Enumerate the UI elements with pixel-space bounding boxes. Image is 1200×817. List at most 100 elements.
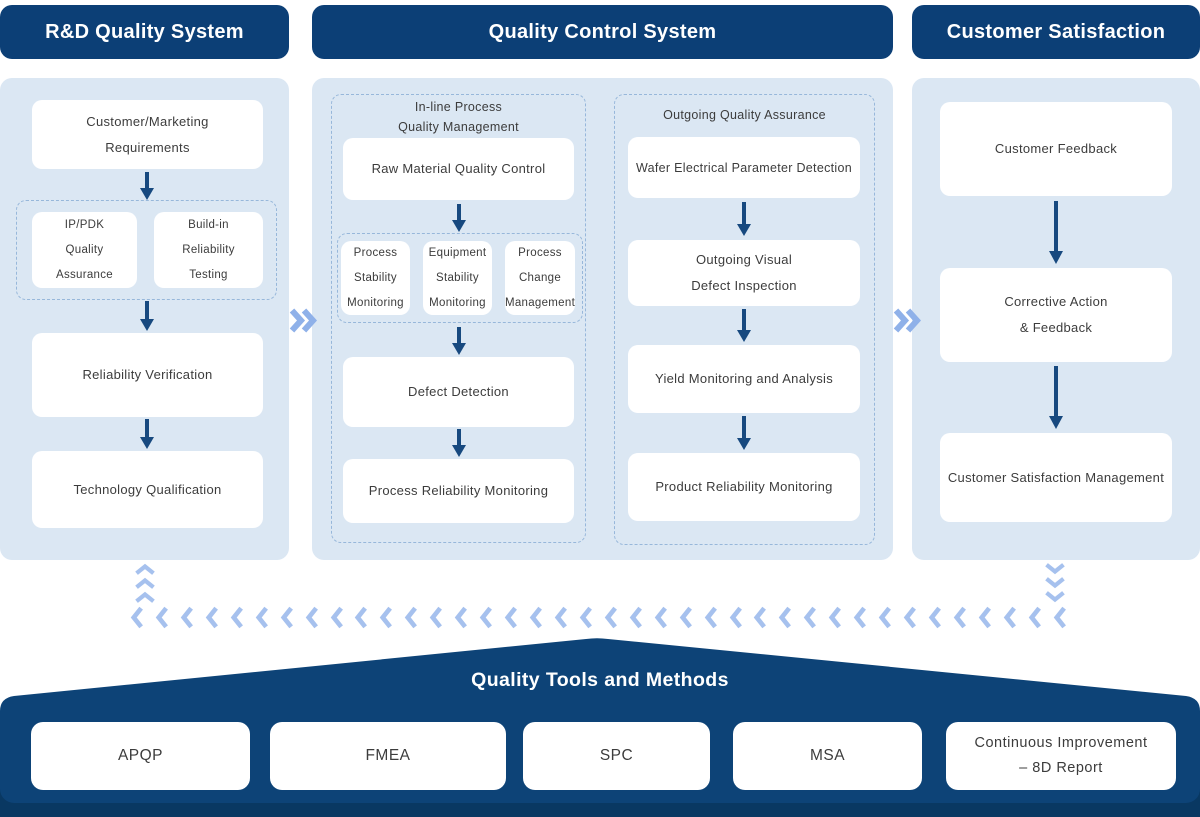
chevron-left-icon: [654, 606, 667, 629]
box-line: Process Reliability Monitoring: [368, 483, 549, 498]
box-yield-monitoring-and-analysis: Yield Monitoring and Analysis: [628, 345, 860, 413]
chevron-left-icon: [504, 606, 518, 629]
chevron-left-icon: [878, 606, 892, 629]
chevron-left-icon: [754, 606, 767, 629]
down-arrow-icon: [737, 416, 751, 450]
chevron-left-icon: [454, 606, 468, 629]
chevron-left-icon: [135, 577, 155, 589]
box-line: IP/PDK: [64, 218, 105, 231]
down-arrow-icon: [1049, 366, 1063, 429]
chevron-left-icon: [729, 606, 742, 629]
header-qc-label: Quality Control System: [488, 20, 717, 43]
box-technology-qualification: Technology Qualification: [32, 451, 263, 528]
box-line: Reliability: [182, 243, 235, 256]
chevron-left-icon: [479, 606, 493, 629]
box-ip-pdk-quality-assurance: IP/PDK Quality Assurance: [32, 212, 137, 288]
box-line: Process: [353, 246, 398, 259]
toolbox-label: SPC: [599, 747, 634, 764]
chevron-left-icon: [903, 606, 917, 629]
feedback-loop-down-chevrons-icon: [1042, 562, 1068, 604]
down-arrow-icon: [452, 429, 466, 457]
box-line: Wafer Electrical Parameter Detection: [636, 160, 852, 175]
chevron-left-icon: [1045, 591, 1065, 603]
chevron-left-icon: [429, 606, 443, 629]
toolbox-msa: MSA: [733, 722, 922, 790]
toolbox-spc: SPC: [523, 722, 710, 790]
stability-monitoring-group: [337, 233, 583, 323]
inline-process-group-title: In-line Process Quality Management: [331, 97, 586, 137]
box-process-change-management: Process Change Management: [505, 241, 575, 315]
box-defect-detection: Defect Detection: [343, 357, 574, 427]
chevron-left-icon: [205, 606, 218, 629]
box-line: Customer/Marketing: [86, 113, 209, 129]
chevron-left-icon: [928, 606, 941, 629]
box-process-stability-monitoring: Process Stability Monitoring: [341, 241, 410, 315]
box-line: Reliability Verification: [82, 367, 213, 382]
chevron-left-icon: [554, 606, 567, 629]
double-chevron-right-icon: [893, 308, 921, 333]
toolbox-label: MSA: [809, 747, 846, 764]
box-equipment-stability-monitoring: Equipment Stability Monitoring: [423, 241, 492, 315]
box-customer-satisfaction-management: Customer Satisfaction Management: [940, 433, 1172, 522]
box-line: & Feedback: [1019, 320, 1093, 335]
box-outgoing-visual-defect-inspection: Outgoing Visual Defect Inspection: [628, 240, 860, 306]
down-arrow-icon: [140, 419, 154, 449]
box-raw-material-quality-control: Raw Material Quality Control: [343, 138, 574, 200]
header-rd-label: R&D Quality System: [45, 20, 244, 43]
box-line: Technology Qualification: [73, 481, 222, 497]
box-line: Requirements: [105, 139, 190, 155]
box-line: Change: [518, 271, 562, 284]
down-arrow-icon: [452, 204, 466, 232]
header-cs-label: Customer Satisfaction: [946, 20, 1166, 43]
double-chevron-right-icon: [289, 308, 317, 333]
box-corrective-action-feedback: Corrective Action & Feedback: [940, 268, 1172, 362]
box-line: Customer Feedback: [994, 141, 1118, 156]
box-line: Product Reliability Monitoring: [655, 479, 833, 494]
chevron-left-icon: [280, 606, 293, 629]
toolbox-label-line: – 8D Report: [1019, 760, 1103, 776]
chevron-left-icon: [529, 606, 542, 629]
chevron-left-icon: [305, 606, 318, 629]
chevron-left-icon: [779, 606, 792, 629]
outgoing-qa-group: [614, 94, 875, 545]
feedback-loop-up-chevrons-icon: [132, 562, 158, 604]
chevron-left-icon: [853, 606, 867, 629]
box-line: Customer Satisfaction Management: [947, 469, 1165, 485]
chevron-left-icon: [130, 606, 143, 629]
down-arrow-icon: [140, 301, 154, 331]
chevron-left-icon: [155, 606, 168, 629]
chevron-left-icon: [579, 606, 592, 629]
chevron-left-icon: [704, 606, 717, 629]
chevron-left-icon: [135, 591, 155, 603]
chevron-left-icon: [255, 606, 268, 629]
box-line: Monitoring: [347, 296, 404, 309]
header-rd-quality-system: R&D Quality System: [0, 5, 289, 59]
toolbox-apqp: APQP: [31, 722, 250, 790]
group-title-line: Quality Management: [398, 120, 519, 134]
chevron-left-icon: [180, 606, 193, 629]
chevron-left-icon: [1003, 606, 1016, 629]
chevron-left-icon: [1045, 563, 1065, 575]
chevron-left-icon: [355, 606, 368, 629]
down-arrow-icon: [452, 327, 466, 355]
chevron-left-icon: [828, 606, 842, 629]
chevron-left-icon: [380, 606, 393, 629]
feedback-loop-left-chevrons-icon: [130, 605, 1066, 630]
chevron-left-icon: [1053, 606, 1066, 629]
box-line: Stability: [436, 271, 479, 284]
box-line: Assurance: [55, 268, 114, 281]
chevron-left-icon: [953, 606, 966, 629]
toolbox-fmea: FMEA: [270, 722, 506, 790]
inline-process-group: [331, 94, 586, 543]
box-line: Quality: [65, 243, 104, 256]
box-line: Monitoring: [429, 296, 486, 309]
down-arrow-icon: [1049, 201, 1063, 264]
box-product-reliability-monitoring: Product Reliability Monitoring: [628, 453, 860, 521]
group-title-line: In-line Process: [414, 100, 503, 114]
toolbox-continuous-improvement: Continuous Improvement – 8D Report: [946, 722, 1176, 790]
box-wafer-electrical-parameter-detection: Wafer Electrical Parameter Detection: [628, 137, 860, 198]
box-customer-feedback: Customer Feedback: [940, 102, 1172, 196]
box-line: Raw Material Quality Control: [371, 161, 546, 176]
chevron-left-icon: [405, 606, 418, 629]
